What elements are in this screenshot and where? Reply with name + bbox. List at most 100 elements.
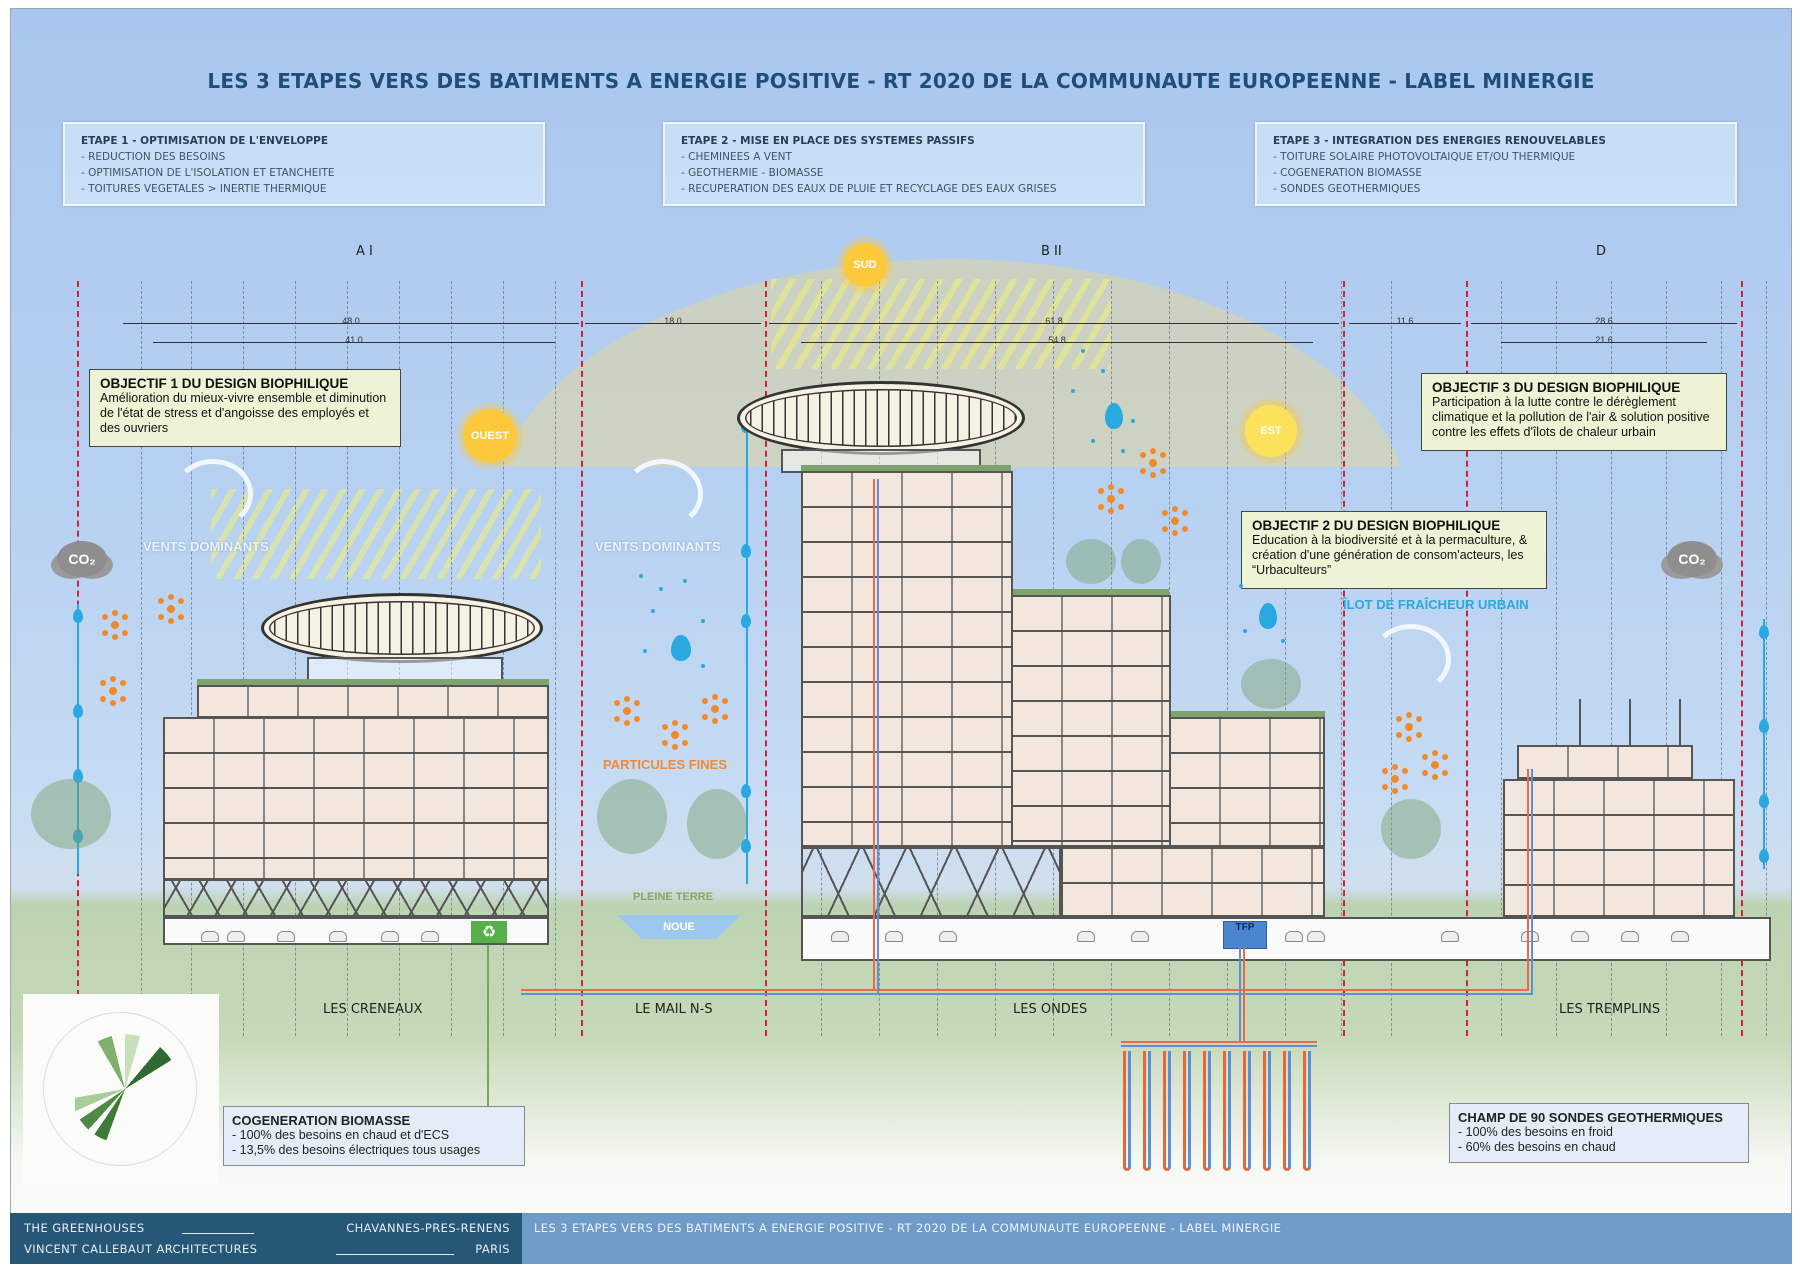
green-roof <box>801 465 1011 471</box>
v-columns <box>163 879 549 917</box>
footer-project-name: THE GREENHOUSES <box>24 1221 145 1235</box>
wind-rose-chart <box>23 994 219 1184</box>
grid-line <box>295 281 296 1036</box>
sun-icon: EST <box>1245 405 1297 457</box>
co2-cloud-icon: CO₂ <box>57 541 107 577</box>
structural-axis-line <box>581 281 583 1036</box>
geothermal-probe <box>1203 1051 1211 1171</box>
footer-architect: VINCENT CALLEBAUT ARCHITECTURES <box>24 1242 258 1256</box>
objectif-3-callout: OBJECTIF 3 DU DESIGN BIOPHILIQUE Partici… <box>1421 373 1727 451</box>
car-icon <box>1285 931 1303 942</box>
dimension-line: 41.0 <box>153 335 555 345</box>
car-icon <box>1571 931 1589 942</box>
axis-label-b: B II <box>1041 244 1062 259</box>
rain-dot <box>1071 389 1075 393</box>
footer-caption: LES 3 ETAPES VERS DES BATIMENTS A ENERGI… <box>534 1221 1282 1235</box>
geothermal-probe <box>1123 1051 1131 1171</box>
etape-heading: ETAPE 2 - MISE EN PLACE DES SYSTEMES PAS… <box>681 135 975 147</box>
building-b-base <box>1061 847 1325 917</box>
tfp-heat-pump-unit: TFP <box>1223 921 1267 949</box>
etape-item: - REDUCTION DES BESOINS <box>81 151 226 163</box>
structural-axis-line <box>765 281 767 1036</box>
water-line <box>1763 619 1765 869</box>
green-roof <box>197 679 549 685</box>
grid-line <box>1611 281 1612 1036</box>
car-icon <box>939 931 957 942</box>
particle-molecule-icon <box>623 707 631 715</box>
geothermal-probe <box>1223 1051 1231 1171</box>
tree <box>1381 799 1441 859</box>
car-icon <box>421 931 439 942</box>
footer-separator <box>336 1254 454 1255</box>
rain-dot <box>1091 439 1095 443</box>
geothermal-probe <box>1163 1051 1171 1171</box>
dimension-line: 21.6 <box>1501 335 1707 345</box>
wind-rose-sectors <box>75 1034 175 1144</box>
etape-heading: ETAPE 1 - OPTIMISATION DE L'ENVELOPPE <box>81 135 329 147</box>
dimension-line: 54.8 <box>801 335 1313 345</box>
cold-pipe <box>1239 947 1241 1043</box>
sector-label: LES ONDES <box>1013 1002 1088 1017</box>
tree <box>1121 539 1161 584</box>
solar-roof-oval <box>737 381 1025 455</box>
etape-item: - TOITURES VEGETALES > INERTIE THERMIQUE <box>81 183 327 195</box>
geothermal-probe <box>1303 1051 1311 1171</box>
noue-swale: NOUE <box>617 915 741 939</box>
hot-pipe <box>1121 1041 1317 1043</box>
dimension-line: 11.6 <box>1349 316 1461 326</box>
objectif-2-callout: OBJECTIF 2 DU DESIGN BIOPHILIQUE Educati… <box>1241 511 1547 589</box>
rain-dot <box>701 664 705 668</box>
water-drop-icon <box>1259 603 1277 629</box>
rain-dot <box>1281 639 1285 643</box>
grid-line <box>1341 281 1342 1036</box>
building-a <box>163 717 549 880</box>
particle-molecule-icon <box>1107 495 1115 503</box>
geothermal-probe <box>1143 1051 1151 1171</box>
footer-location: CHAVANNES-PRES-RENENS <box>346 1221 510 1235</box>
greenhouse-roof <box>1531 699 1681 747</box>
cogeneration-info-box: COGENERATION BIOMASSE - 100% des besoins… <box>223 1106 525 1166</box>
solar-roof-oval <box>261 593 543 663</box>
tree <box>1066 539 1116 584</box>
rain-dot <box>1121 449 1125 453</box>
etape-item: - CHEMINEES A VENT <box>681 151 792 163</box>
etape-3-box: ETAPE 3 - INTEGRATION DES ENERGIES RENOU… <box>1255 122 1737 206</box>
dimension-line: 18.0 <box>585 316 761 326</box>
car-icon <box>1307 931 1325 942</box>
rain-dot <box>639 574 643 578</box>
etape-item: - COGENERATION BIOMASSE <box>1273 167 1422 179</box>
building-a-upper <box>197 685 549 718</box>
rain-dot <box>651 609 655 613</box>
particle-molecule-icon <box>1149 459 1157 467</box>
section-diagram: LES 3 ETAPES VERS DES BATIMENTS A ENERGI… <box>10 8 1792 1264</box>
grid-line <box>1285 281 1286 1036</box>
cold-pipe <box>521 993 1531 995</box>
building-b-mid <box>1011 595 1171 847</box>
sun-icon: SUD <box>843 243 887 287</box>
rain-dot <box>683 579 687 583</box>
building-b-tower <box>801 471 1013 847</box>
objectif-1-callout: OBJECTIF 1 DU DESIGN BIOPHILIQUE Amélior… <box>89 369 401 447</box>
sector-label: LES CRENEAUX <box>323 1002 423 1017</box>
particle-molecule-icon <box>1405 723 1413 731</box>
etape-2-box: ETAPE 2 - MISE EN PLACE DES SYSTEMES PAS… <box>663 122 1145 206</box>
tree <box>1241 659 1301 709</box>
etape-item: - OPTIMISATION DE L'ISOLATION ET ETANCHE… <box>81 167 335 179</box>
grid-line <box>1556 281 1557 1036</box>
rain-dot <box>1239 584 1243 588</box>
tree <box>597 779 667 854</box>
water-line <box>746 414 748 884</box>
grid-line <box>1721 281 1722 1036</box>
geothermal-probe <box>1263 1051 1271 1171</box>
particle-molecule-icon <box>111 621 119 629</box>
structural-axis-line <box>1741 281 1743 1036</box>
car-icon <box>831 931 849 942</box>
wind-rose-ring <box>43 1012 197 1166</box>
structural-axis-line <box>1343 281 1345 1036</box>
particle-molecule-icon <box>671 731 679 739</box>
axis-label-d: D <box>1596 244 1607 259</box>
solar-rays-hatch <box>771 279 1111 369</box>
footer-separator <box>182 1233 254 1234</box>
building-d-upper <box>1517 745 1693 779</box>
particle-molecule-icon <box>711 705 719 713</box>
